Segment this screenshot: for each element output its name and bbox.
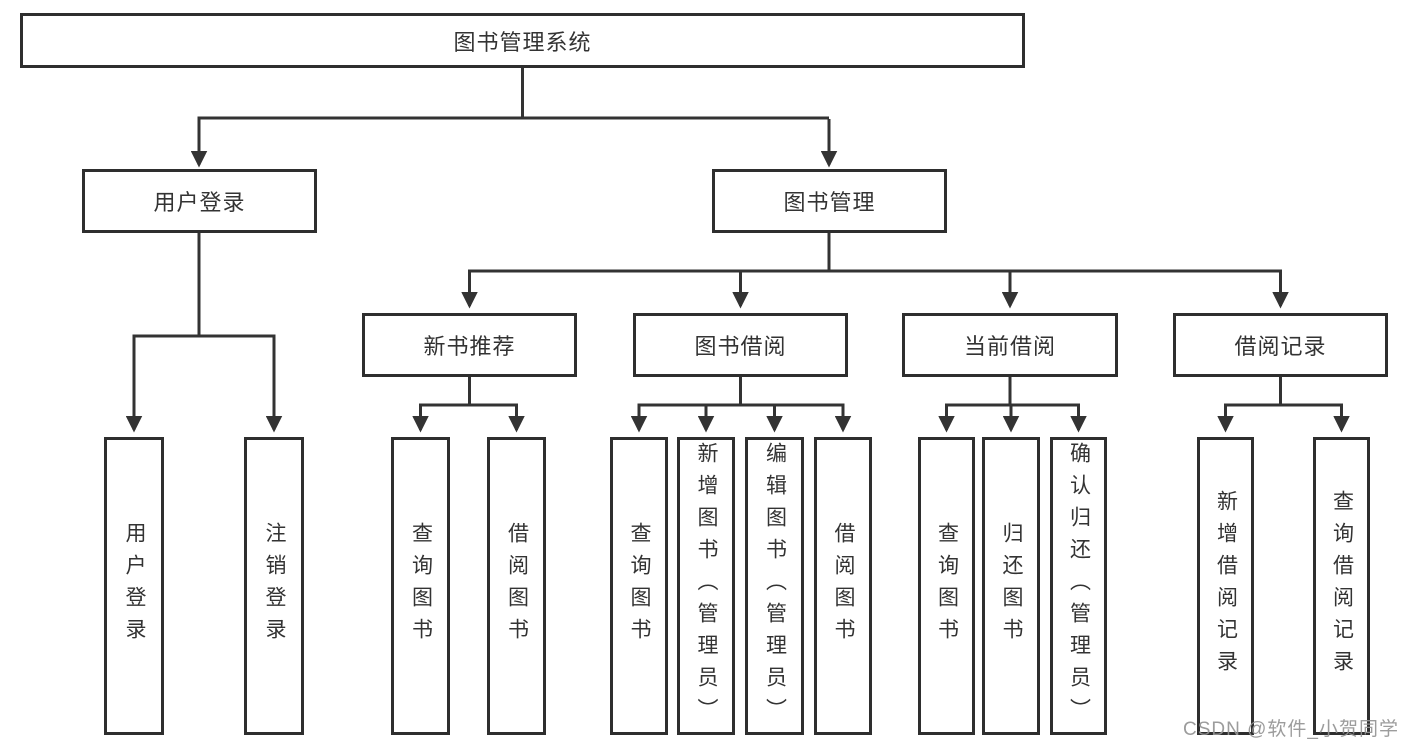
- leaf-logout: 注销登录: [244, 437, 304, 735]
- leaf-user-login-label: 用户登录: [123, 522, 146, 650]
- node-current-borrowing: 当前借阅: [902, 313, 1118, 377]
- node-book-management: 图书管理: [712, 169, 947, 233]
- leaf-confirm-return-admin-label: 确认归还（管理员）: [1067, 442, 1091, 730]
- leaf-edit-books-admin: 编辑图书（管理员）: [745, 437, 804, 735]
- node-borrowing-records: 借阅记录: [1173, 313, 1388, 377]
- leaf-query-books-borrowing-label: 查询图书: [628, 522, 651, 650]
- leaf-borrow-books-recommend-label: 借阅图书: [505, 522, 529, 650]
- leaf-query-books-recommend-label: 查询图书: [409, 522, 433, 650]
- node-new-book-recommendation: 新书推荐: [362, 313, 577, 377]
- leaf-query-books-recommend: 查询图书: [391, 437, 450, 735]
- leaf-add-borrow-record: 新增借阅记录: [1197, 437, 1254, 735]
- node-root-library-system: 图书管理系统: [20, 13, 1025, 68]
- leaf-borrow-books-recommend: 借阅图书: [487, 437, 546, 735]
- leaf-query-borrow-record-label: 查询借阅记录: [1330, 490, 1354, 682]
- leaf-borrow-books-borrowing: 借阅图书: [814, 437, 872, 735]
- leaf-edit-books-admin-label: 编辑图书（管理员）: [763, 442, 787, 730]
- leaf-return-books-label: 归还图书: [1000, 522, 1023, 650]
- leaf-query-books-current: 查询图书: [918, 437, 975, 735]
- leaf-logout-label: 注销登录: [263, 522, 286, 650]
- leaf-query-books-borrowing: 查询图书: [610, 437, 668, 735]
- leaf-add-books-admin: 新增图书（管理员）: [677, 437, 735, 735]
- leaf-add-books-admin-label: 新增图书（管理员）: [695, 442, 718, 730]
- leaf-return-books: 归还图书: [982, 437, 1040, 735]
- watermark: CSDN @软件_小贺同学: [1183, 719, 1399, 740]
- leaf-borrow-books-borrowing-label: 借阅图书: [832, 522, 855, 650]
- node-book-borrowing: 图书借阅: [633, 313, 848, 377]
- leaf-confirm-return-admin: 确认归还（管理员）: [1050, 437, 1107, 735]
- leaf-query-borrow-record: 查询借阅记录: [1313, 437, 1370, 735]
- leaf-add-borrow-record-label: 新增借阅记录: [1214, 490, 1238, 682]
- leaf-query-books-current-label: 查询图书: [935, 522, 959, 650]
- node-user-login-group: 用户登录: [82, 169, 317, 233]
- leaf-user-login: 用户登录: [104, 437, 164, 735]
